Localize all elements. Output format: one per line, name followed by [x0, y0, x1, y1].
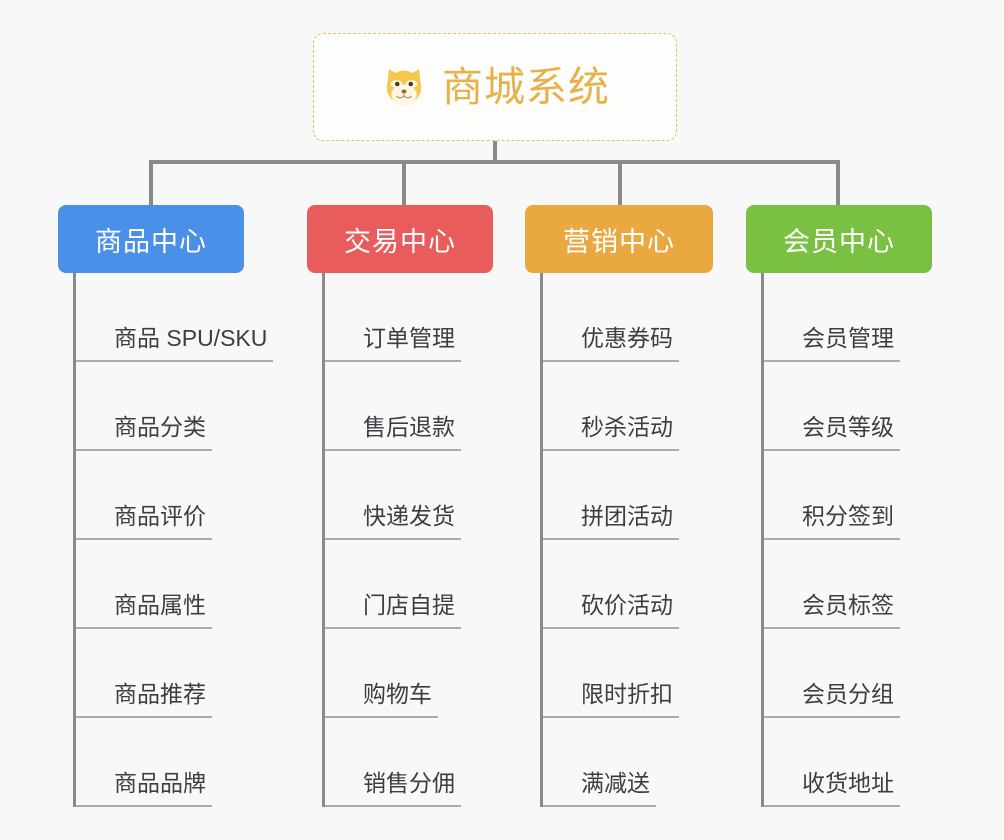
leaf-label: 满减送: [575, 770, 656, 807]
leaf-label: 会员管理: [796, 325, 900, 362]
list-item[interactable]: 订单管理: [325, 273, 493, 362]
leaf-list-marketing: 优惠券码 秒杀活动 拼团活动 砍价活动 限时折扣 满减送: [540, 273, 713, 807]
leaf-label: 限时折扣: [575, 681, 679, 718]
leaf-label: 购物车: [357, 681, 438, 718]
list-item[interactable]: 限时折扣: [543, 629, 713, 718]
leaf-list-product: 商品 SPU/SKU 商品分类 商品评价 商品属性 商品推荐 商品品牌: [73, 273, 274, 807]
list-item[interactable]: 满减送: [543, 718, 713, 807]
branch-column-trade: 交易中心 订单管理 售后退款 快递发货 门店自提 购物车 销售分佣: [307, 205, 493, 807]
list-item[interactable]: 商品品牌: [76, 718, 244, 807]
branch-head-member[interactable]: 会员中心: [746, 205, 932, 273]
list-item[interactable]: 砍价活动: [543, 540, 713, 629]
list-item[interactable]: 商品分类: [76, 362, 244, 451]
leaf-label: 积分签到: [796, 503, 900, 540]
list-item[interactable]: 会员等级: [764, 362, 932, 451]
list-item[interactable]: 销售分佣: [325, 718, 493, 807]
leaf-label: 商品分类: [108, 414, 212, 451]
list-item[interactable]: 会员分组: [764, 629, 932, 718]
branch-head-trade[interactable]: 交易中心: [307, 205, 493, 273]
leaf-label: 商品推荐: [108, 681, 212, 718]
leaf-label: 砍价活动: [575, 592, 679, 629]
list-item[interactable]: 商品评价: [76, 451, 244, 540]
list-item[interactable]: 积分签到: [764, 451, 932, 540]
leaf-label: 商品 SPU/SKU: [108, 325, 274, 362]
branch-head-label: 商品中心: [95, 226, 207, 257]
leaf-label: 会员标签: [796, 592, 900, 629]
list-item[interactable]: 售后退款: [325, 362, 493, 451]
leaf-label: 商品评价: [108, 503, 212, 540]
list-item[interactable]: 商品推荐: [76, 629, 244, 718]
branch-head-label: 会员中心: [783, 226, 895, 257]
leaf-label: 商品品牌: [108, 770, 212, 807]
root-title: 商城系统: [442, 63, 610, 110]
leaf-label: 门店自提: [357, 592, 461, 629]
leaf-label: 订单管理: [357, 325, 461, 362]
leaf-label: 收货地址: [796, 770, 900, 807]
leaf-label: 优惠券码: [575, 325, 679, 362]
leaf-label: 快递发货: [357, 503, 461, 540]
shiba-dog-face-icon: [386, 69, 422, 107]
list-item[interactable]: 快递发货: [325, 451, 493, 540]
list-item[interactable]: 拼团活动: [543, 451, 713, 540]
branch-column-member: 会员中心 会员管理 会员等级 积分签到 会员标签 会员分组 收货地址: [746, 205, 932, 807]
list-item[interactable]: 商品 SPU/SKU: [76, 273, 274, 362]
leaf-label: 会员分组: [796, 681, 900, 718]
branch-column-marketing: 营销中心 优惠券码 秒杀活动 拼团活动 砍价活动 限时折扣 满减送: [525, 205, 713, 807]
list-item[interactable]: 秒杀活动: [543, 362, 713, 451]
leaf-label: 销售分佣: [357, 770, 461, 807]
list-item[interactable]: 会员标签: [764, 540, 932, 629]
branch-head-label: 营销中心: [563, 226, 675, 257]
branch-head-marketing[interactable]: 营销中心: [525, 205, 713, 273]
list-item[interactable]: 会员管理: [764, 273, 932, 362]
branch-head-product[interactable]: 商品中心: [58, 205, 244, 273]
leaf-label: 商品属性: [108, 592, 212, 629]
list-item[interactable]: 购物车: [325, 629, 493, 718]
leaf-list-trade: 订单管理 售后退款 快递发货 门店自提 购物车 销售分佣: [322, 273, 493, 807]
list-item[interactable]: 优惠券码: [543, 273, 713, 362]
leaf-label: 拼团活动: [575, 503, 679, 540]
leaf-list-member: 会员管理 会员等级 积分签到 会员标签 会员分组 收货地址: [761, 273, 932, 807]
list-item[interactable]: 门店自提: [325, 540, 493, 629]
list-item[interactable]: 收货地址: [764, 718, 932, 807]
leaf-label: 会员等级: [796, 414, 900, 451]
root-node[interactable]: 商城系统: [313, 33, 677, 141]
leaf-label: 秒杀活动: [575, 414, 679, 451]
branch-column-product: 商品中心 商品 SPU/SKU 商品分类 商品评价 商品属性 商品推荐 商品品牌: [58, 205, 274, 807]
leaf-label: 售后退款: [357, 414, 461, 451]
list-item[interactable]: 商品属性: [76, 540, 244, 629]
branch-head-label: 交易中心: [344, 226, 456, 257]
